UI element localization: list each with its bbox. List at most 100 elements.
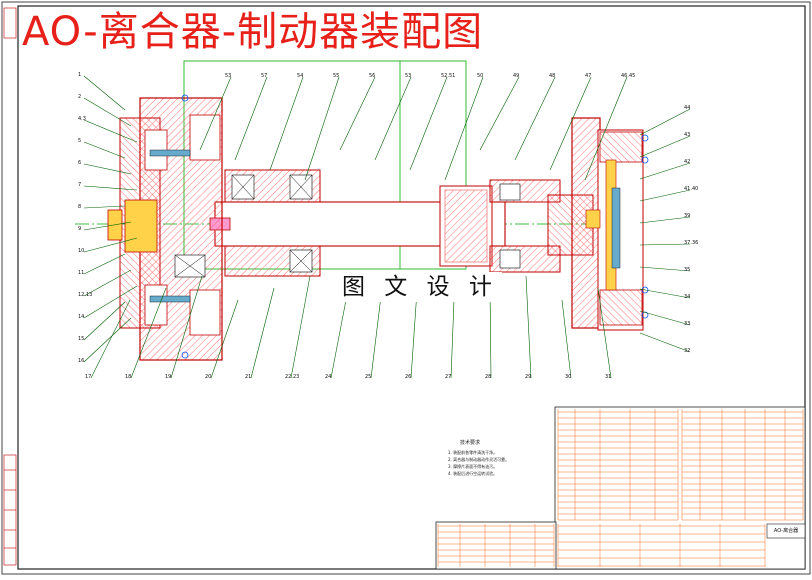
- part-label-top: 46.45: [621, 73, 636, 79]
- part-label-left: 6: [78, 160, 82, 166]
- leader-line: [409, 76, 448, 171]
- leader-line: [83, 317, 132, 363]
- part-label-top: 56: [369, 73, 376, 79]
- part-label-top: 57: [261, 73, 268, 79]
- leader-line: [639, 135, 691, 158]
- leader-line: [210, 299, 239, 379]
- brake-assembly: [489, 117, 649, 331]
- leader-line: [639, 216, 691, 224]
- part-label-top: 50: [477, 73, 484, 79]
- part-label-left: 16: [78, 358, 85, 364]
- part-label-bottom: 21: [245, 374, 252, 380]
- part-label-right: 33: [684, 321, 691, 327]
- leader-line: [170, 275, 203, 379]
- part-label-bottom: 31: [605, 374, 612, 380]
- leader-line: [83, 221, 132, 231]
- leader-line: [639, 310, 691, 326]
- leader-line: [479, 76, 520, 151]
- leader-lines: [83, 75, 691, 379]
- part-label-right: 41.40: [684, 186, 699, 192]
- leader-line: [83, 141, 126, 159]
- notes-title: 技术要求: [460, 440, 481, 446]
- leader-line: [339, 76, 376, 151]
- leader-line: [597, 287, 612, 379]
- part-label-bottom: 18: [125, 374, 132, 380]
- leader-line: [83, 269, 132, 297]
- watermark-text: 图 文 设 计: [338, 272, 502, 302]
- leader-line: [514, 76, 556, 161]
- part-label-left: 14: [78, 314, 85, 320]
- part-label-left: 2: [78, 94, 82, 100]
- technical-notes: 技术要求 1. 装配前各零件清洗干净。 2. 离合器与制动器动作灵活可靠。 3.…: [448, 440, 558, 477]
- leader-line: [450, 299, 455, 379]
- leader-line: [83, 97, 132, 127]
- part-label-left: 12.13: [78, 292, 93, 298]
- part-label-left: 11: [78, 270, 85, 276]
- part-label-bottom: 25: [365, 374, 372, 380]
- leader-line: [370, 287, 383, 379]
- part-label-right: 42: [684, 159, 691, 165]
- part-label-top: 49: [513, 73, 520, 79]
- leader-line: [130, 287, 167, 379]
- part-label-bottom: 24: [325, 374, 332, 380]
- leader-line: [83, 301, 126, 341]
- title-block-name: AO-离合器: [773, 528, 799, 534]
- leader-line: [549, 76, 592, 171]
- main-shaft: [209, 185, 506, 267]
- leader-line: [639, 162, 691, 180]
- leader-line: [290, 275, 311, 379]
- leader-line: [83, 163, 132, 175]
- inner-border: [17, 5, 806, 570]
- part-label-top: 54: [297, 73, 304, 79]
- part-label-bottom: 22.23: [285, 374, 300, 380]
- leader-line: [83, 185, 138, 191]
- part-label-left: 5: [78, 138, 82, 144]
- leader-line: [525, 275, 532, 379]
- note-line: 3. 摩擦片表面不得有油污。: [448, 464, 498, 469]
- part-label-right: 35: [684, 267, 691, 273]
- leader-line: [83, 285, 138, 319]
- part-label-left: 1: [78, 72, 82, 78]
- part-label-right: 32: [684, 348, 691, 354]
- leader-line: [330, 299, 347, 379]
- part-label-bottom: 27: [445, 374, 452, 380]
- part-label-left: 15: [78, 336, 85, 342]
- note-line: 1. 装配前各零件清洗干净。: [448, 450, 498, 455]
- part-label-right: 44: [684, 105, 691, 111]
- part-label-top: 47: [585, 73, 592, 79]
- leader-line: [639, 288, 691, 299]
- leader-line: [269, 76, 304, 171]
- leader-line: [444, 76, 484, 181]
- note-line: 2. 离合器与制动器动作灵活可靠。: [448, 457, 510, 462]
- part-label-top: 55: [333, 73, 340, 79]
- bearing-housing: [174, 169, 321, 278]
- part-label-bottom: 26: [405, 374, 412, 380]
- part-label-left: 8: [78, 204, 82, 210]
- leader-line: [304, 76, 340, 181]
- part-label-left: 9: [78, 226, 82, 232]
- part-label-right: 39: [684, 213, 691, 219]
- part-label-left: 4.3: [78, 116, 86, 122]
- leader-line: [83, 75, 126, 111]
- leader-line: [639, 332, 691, 353]
- leader-line: [199, 76, 232, 151]
- clutch-assembly: [107, 94, 223, 361]
- leader-line: [83, 237, 138, 253]
- note-line: 4. 装配后进行空运转试验。: [448, 471, 498, 476]
- part-label-bottom: 17: [85, 374, 92, 380]
- part-label-top: 53: [225, 73, 232, 79]
- part-label-bottom: 30: [565, 374, 572, 380]
- leader-line: [639, 266, 691, 272]
- leader-line: [639, 189, 691, 202]
- leader-line: [250, 287, 275, 379]
- part-label-top: 53: [405, 73, 412, 79]
- part-label-top: 52.51: [441, 73, 456, 79]
- part-label-right: 37.36: [684, 240, 699, 246]
- leader-line: [639, 243, 691, 246]
- part-label-left: 10: [78, 248, 85, 254]
- part-label-bottom: 19: [165, 374, 172, 380]
- part-label-left: 7: [78, 182, 82, 188]
